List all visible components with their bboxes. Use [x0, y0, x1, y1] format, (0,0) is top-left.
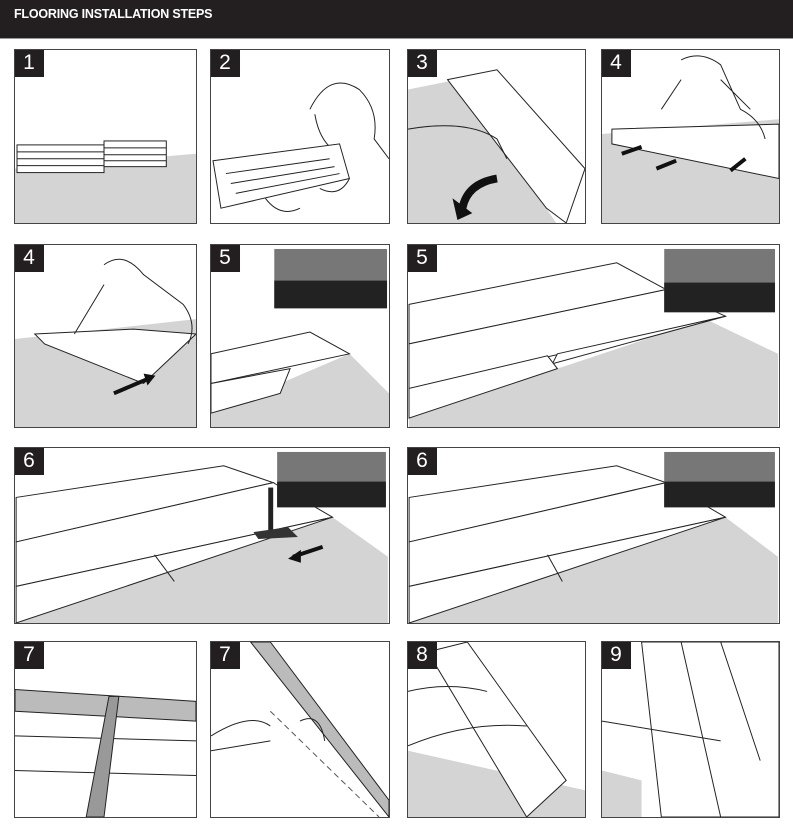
step-panel-6: 6: [14, 447, 390, 624]
step-panel-6b: 6: [407, 447, 780, 624]
step-panel-4b: 4: [14, 244, 197, 428]
step-number: 9: [602, 642, 631, 669]
inspect-plank-illustration: [212, 82, 389, 212]
plank-rows-illustration: [211, 248, 389, 427]
step-panel-4: 4: [601, 49, 780, 224]
step-number: 8: [408, 642, 437, 669]
step-panel-1: 1: [14, 49, 197, 224]
step-panel-5b: 5: [407, 244, 780, 428]
plank-rows-wide-illustration: [408, 248, 778, 427]
step-panel-5: 5: [210, 244, 390, 428]
angle-plank-illustration: [408, 69, 585, 223]
step-number: 4: [15, 245, 44, 272]
step-panel-3: 3: [407, 49, 586, 224]
kneeling-install-illustration: [602, 55, 779, 223]
stacked-planks-illustration: [15, 140, 196, 223]
finished-floor-illustration: [602, 642, 779, 817]
tapping-block-illustration: [15, 451, 388, 623]
step-panel-9: 9: [601, 641, 780, 818]
measure-illustration: [15, 688, 196, 817]
completed-rows-illustration: [408, 451, 778, 623]
step-panel-7b: 7: [210, 641, 390, 818]
cut-line-illustration: [211, 642, 389, 817]
step-number: 2: [211, 50, 240, 77]
header-bar: FLOORING INSTALLATION STEPS: [0, 0, 793, 39]
step-number: 6: [15, 448, 44, 475]
step-number: 1: [15, 50, 44, 77]
step-number: 7: [15, 642, 44, 669]
step-panel-2: 2: [210, 49, 390, 224]
step-number: 5: [408, 245, 437, 272]
step-number: 6: [408, 448, 437, 475]
step-panel-7: 7: [14, 641, 197, 818]
step-number: 5: [211, 245, 240, 272]
last-row-illustration: [408, 642, 585, 817]
step-number: 7: [211, 642, 240, 669]
step-number: 3: [408, 50, 437, 77]
step-number: 4: [602, 50, 631, 77]
step-panel-8: 8: [407, 641, 586, 818]
page-title: FLOORING INSTALLATION STEPS: [14, 7, 213, 21]
kneeling-press-illustration: [15, 258, 196, 427]
